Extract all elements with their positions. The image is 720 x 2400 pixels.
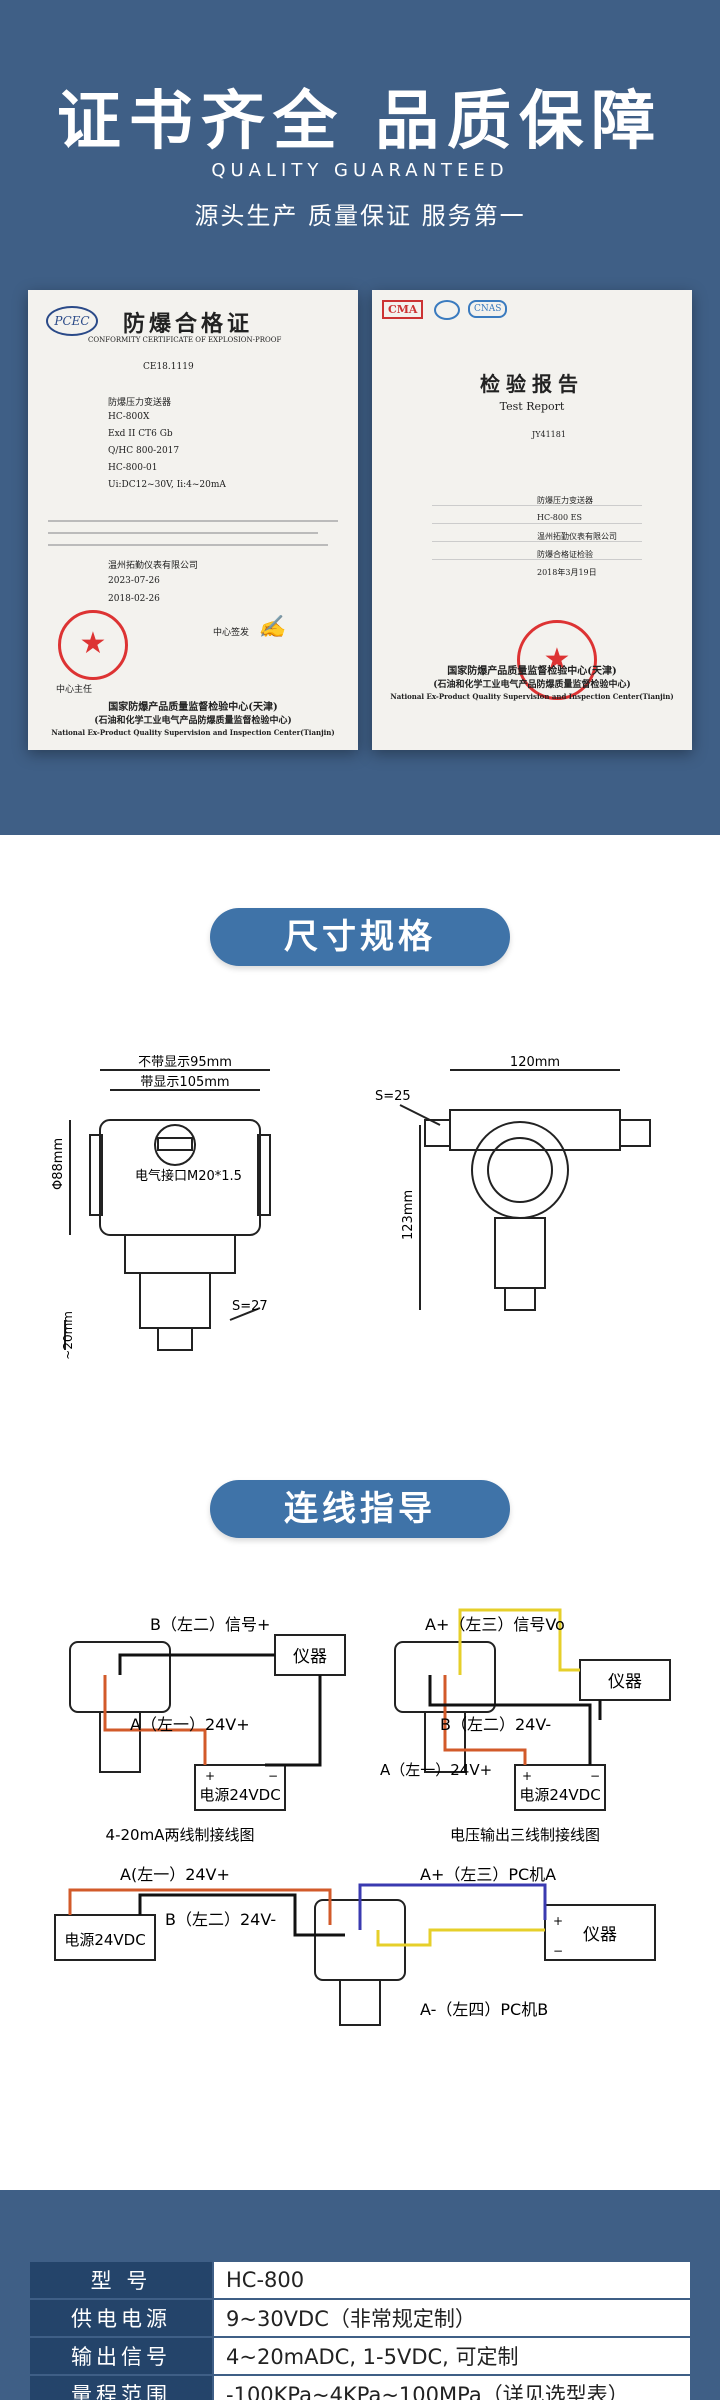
cert-standard: Q/HC 800-2017 [108,446,180,456]
spec-value: 9~30VDC（非常规定制） [212,2298,692,2338]
explosion-proof-certificate: PCEC 防爆合格证 CONFORMITY CERTIFICATE OF EXP… [28,290,358,750]
w2-b-label: B（左二）24V- [440,1715,551,1734]
cert-center2: (石油和化学工业电气产品防爆质量监督检验中心) [94,716,292,726]
spec-value: 4~20mADC, 1-5VDC, 可定制 [212,2336,692,2376]
w3-power: 电源24VDC [64,1931,145,1949]
w2-a2-label: A（左一）24V+ [380,1761,492,1779]
dim-diameter: Φ88mm [51,1138,66,1190]
cert-date1: 2023-07-26 [108,576,160,586]
dim-no-display: 不带显示95mm [138,1055,232,1070]
w2-power: 电源24VDC [519,1786,600,1804]
w2-plus: + [522,1769,532,1783]
pcec-logo: PCEC [46,306,98,336]
cert-number: CE18.1119 [143,362,194,372]
cert-title: 防爆合格证 [123,311,254,337]
cert-subtitle: CONFORMITY CERTIFICATE OF EXPLOSION-PROO… [88,336,282,344]
w2-caption: 电压输出三线制接线图 [450,1826,600,1844]
cert-mark: Exd II CT6 Gb [108,429,173,439]
cnas-logo: CNAS [468,300,508,318]
w3-plus: + [553,1914,563,1928]
cert-date2: 2018-02-26 [108,594,160,604]
dim-s27: S=27 [232,1299,268,1314]
signature-icon: ✍ [258,615,286,640]
dim-connector: 电气接口M20*1.5 [135,1168,242,1184]
dim-height-123: 123mm [401,1190,416,1240]
spec-value: -100KPa~4KPa~100MPa（详见选型表） [212,2374,692,2400]
spec-key: 型 号 [28,2260,214,2300]
cert-params: Ui:DC12~30V, Ii:4~20mA [108,480,226,490]
cert-signed: 中心签发 [213,628,250,638]
report-applicant: 温州拓勤仪表有限公司 [537,532,617,541]
cma-logo: CMA [382,300,424,319]
cert-model: HC-800X [108,412,150,422]
w3-instrument: 仪器 [583,1925,617,1945]
dim-width-120: 120mm [510,1055,560,1070]
spec-key: 输出信号 [28,2336,214,2376]
report-center: 国家防爆产品质量监督检验中心(天津) [447,666,617,677]
hero-subtitle: QUALITY GUARANTEED [211,160,509,181]
w1-instrument: 仪器 [293,1647,327,1667]
cert-center: 国家防爆产品质量监督检验中心(天津) [108,702,278,713]
red-stamp-icon: ★ [58,610,128,680]
spec-key: 量程范围 [28,2374,214,2400]
w2-instrument: 仪器 [608,1672,642,1692]
wiring-diagrams: B（左二）信号+ A（左一）24V+ 仪器 电源24VDC + − 4-20mA… [54,1608,671,2026]
report-product: 防爆压力变送器 [537,496,593,505]
w2-minus: − [590,1769,600,1783]
w1-plus: + [205,1769,215,1783]
spec-value: HC-800 [212,2260,692,2300]
hero-title: 证书齐全 品质保障 [56,85,664,159]
spec-key: 供电电源 [28,2298,214,2338]
w3-minus: − [553,1944,563,1958]
w3-ap-label: A+（左三）PC机A [420,1865,556,1884]
w3-a-label: A(左一）24V+ [120,1865,230,1884]
w2-a-label: A+（左三）信号Vo [425,1615,565,1634]
w1-a-label: A（左一）24V+ [130,1715,250,1734]
report-stamp-icon: ★ [517,620,597,700]
dimension-drawing: 不带显示95mm 带显示105mm Φ88mm 电气接口M20*1.5 S=27… [51,1055,651,1360]
cert-maker: 温州拓勤仪表有限公司 [108,561,199,571]
w3-b-label: B（左二）24V- [165,1910,276,1929]
report-center2: (石油和化学工业电气产品防爆质量监督检验中心) [433,680,631,690]
report-type: 防爆合格证检验 [537,550,593,559]
section-title-wiring: 连线指导 [210,1480,510,1538]
w1-caption: 4-20mA两线制接线图 [106,1826,255,1844]
report-center-en: National Ex-Product Quality Supervision … [390,692,674,701]
cert-product: 防爆压力变送器 [108,398,172,408]
report-number: JY41181 [532,430,566,439]
table-row: 量程范围-100KPa~4KPa~100MPa（详见选型表） [28,2374,692,2400]
test-report: CMA CNAS 检验报告 Test Report JY41181 防爆压力变送… [372,290,692,750]
dim-display: 带显示105mm [140,1075,229,1090]
w3-am-label: A-（左四）PC机B [420,2000,548,2019]
report-title: 检验报告 [480,372,584,396]
report-model: HC-800 ES [537,513,582,522]
hero-banner: 证书齐全 品质保障 QUALITY GUARANTEED 源头生产 质量保证 服… [0,0,720,835]
cert-director: 中心主任 [56,685,93,695]
dim-s25: S=25 [375,1089,411,1104]
cert-drawing: HC-800-01 [108,463,158,473]
hero-tagline: 源头生产 质量保证 服务第一 [194,202,526,230]
w1-minus: − [268,1769,278,1783]
section-title-dimensions: 尺寸规格 [210,908,510,966]
cert-center-en: National Ex-Product Quality Supervision … [51,728,335,737]
w1-power: 电源24VDC [199,1786,280,1804]
dim-height-13-20: 13~20mm [61,1311,75,1360]
w1-b-label: B（左二）信号+ [150,1615,270,1634]
report-subtitle: Test Report [499,400,565,413]
report-date: 2018年3月19日 [537,568,597,577]
